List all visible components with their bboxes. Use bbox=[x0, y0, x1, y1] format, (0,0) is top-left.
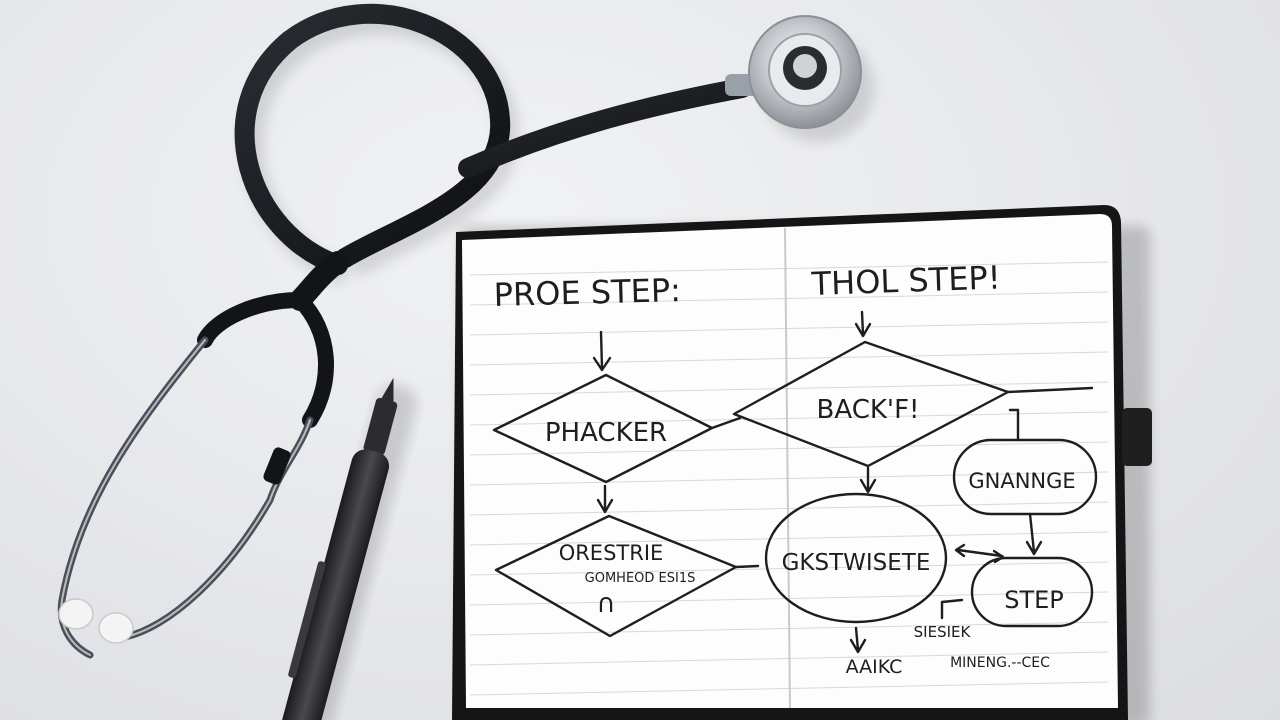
notebook-pages bbox=[462, 214, 1118, 708]
left-diamond-bottom-line1: ORESTRIE bbox=[559, 541, 664, 565]
left-diamond-bottom-line2: GOMHEOD ESI1S bbox=[585, 571, 696, 586]
stethoscope-chestpiece bbox=[725, 15, 874, 142]
right-note-stepk: SIESIEK bbox=[914, 623, 972, 641]
stethoscope bbox=[57, 3, 874, 659]
stethoscope-tube bbox=[458, 78, 752, 178]
right-oval-step-label: STEP bbox=[1004, 586, 1064, 614]
right-oval-large bbox=[764, 492, 948, 624]
notebook-spine bbox=[784, 227, 791, 709]
right-oval-large-label: GKSTWISETE bbox=[782, 550, 931, 576]
notebook-elastic-band bbox=[1122, 408, 1152, 466]
left-diamond-top-label: PHACKER bbox=[545, 418, 667, 448]
right-oval-change bbox=[952, 438, 1098, 516]
stethoscope-loop bbox=[234, 3, 511, 275]
left-diamond-bottom-mark: ∩ bbox=[596, 589, 615, 619]
right-page-heading: THOL STEP! bbox=[810, 258, 1001, 303]
right-note-bottom-right: MINENG.--CEC bbox=[950, 655, 1050, 671]
stethoscope-eartip-right bbox=[98, 612, 134, 644]
right-diamond bbox=[732, 340, 1010, 468]
right-note-bottom-left: AAIKC bbox=[846, 656, 903, 678]
stethoscope-eartip-left bbox=[58, 598, 94, 630]
right-oval-step bbox=[970, 556, 1094, 628]
notebook: PROE STEP: PHACKER ORESTRIE GOMHEOD ESI1… bbox=[452, 205, 1152, 720]
pen bbox=[280, 377, 417, 720]
right-oval-change-label: GNANNGE bbox=[968, 469, 1075, 493]
left-page-heading: PROE STEP: bbox=[493, 271, 681, 314]
left-diamond-bottom bbox=[494, 514, 738, 638]
right-diamond-label: BACK'F! bbox=[817, 395, 920, 425]
left-diamond-top bbox=[492, 373, 714, 484]
